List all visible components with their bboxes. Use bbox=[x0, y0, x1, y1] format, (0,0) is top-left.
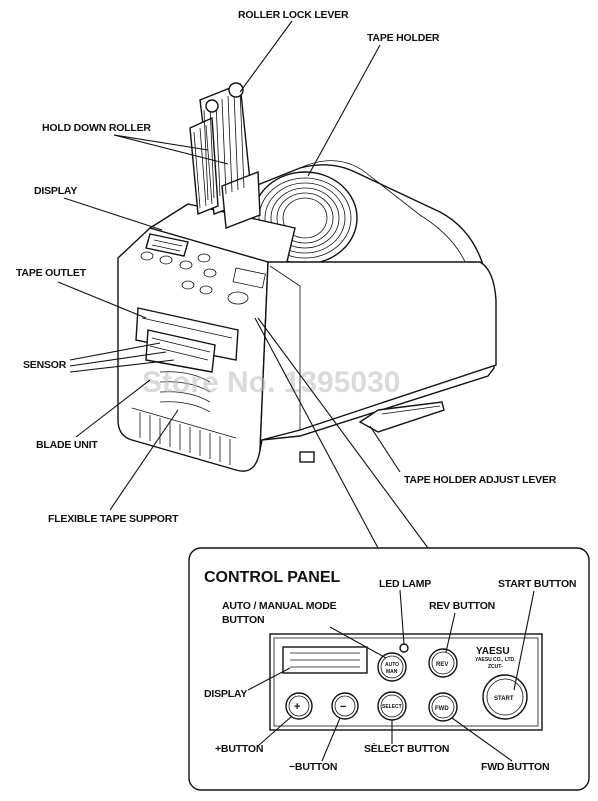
auto-button-face-bottom: MAN bbox=[386, 669, 398, 675]
panel-model: ZCUT- bbox=[488, 664, 503, 670]
label-blade-unit: BLADE UNIT bbox=[36, 439, 98, 451]
plus-button-face: + bbox=[294, 701, 300, 713]
watermark-text: Store No. 1395030 bbox=[142, 366, 400, 399]
fwd-button[interactable]: FWD bbox=[428, 692, 458, 722]
panel-brand: YAESU bbox=[476, 646, 510, 657]
label-sensor: SENSOR bbox=[23, 359, 67, 371]
select-button[interactable]: SELECT bbox=[377, 691, 407, 721]
label-start-button: START BUTTON bbox=[498, 578, 576, 590]
select-button-face: SELECT bbox=[382, 704, 402, 710]
label-plus-button: +BUTTON bbox=[215, 743, 263, 755]
control-panel-callout: CONTROL PANEL AUTO MAN REV bbox=[188, 547, 590, 791]
label-panel-display: DISPLAY bbox=[204, 688, 247, 700]
main-labels: ROLLER LOCK LEVER TAPE HOLDER HOLD DOWN … bbox=[16, 9, 557, 525]
rev-button[interactable]: REV bbox=[428, 648, 458, 678]
minus-button[interactable]: − bbox=[331, 692, 359, 720]
auto-button-face-top: AUTO bbox=[385, 662, 399, 668]
label-auto-manual-mode-line1: AUTO / MANUAL MODE bbox=[222, 600, 337, 612]
start-button[interactable]: START bbox=[482, 674, 528, 720]
label-display: DISPLAY bbox=[34, 185, 77, 197]
rev-button-face: REV bbox=[436, 662, 448, 668]
machine-illustration bbox=[117, 82, 497, 472]
led-lamp bbox=[399, 643, 409, 653]
label-minus-button: −BUTTON bbox=[289, 761, 337, 773]
label-tape-holder-adjust-lever: TAPE HOLDER ADJUST LEVER bbox=[404, 474, 557, 486]
label-hold-down-roller: HOLD DOWN ROLLER bbox=[42, 122, 151, 134]
label-auto-manual-mode-line2: BUTTON bbox=[222, 614, 264, 626]
panel-brand-sub: YAESU CO., LTD. bbox=[475, 657, 516, 663]
leader-lines bbox=[57, 20, 429, 549]
label-select-button: SÈLECT BUTTON bbox=[364, 742, 449, 755]
control-panel-title: CONTROL PANEL bbox=[204, 569, 341, 586]
label-fwd-button: FWD BUTTON bbox=[481, 761, 549, 773]
panel-leader-lines bbox=[247, 589, 535, 762]
label-led-lamp: LED LAMP bbox=[379, 578, 431, 590]
label-rev-button: REV BUTTON bbox=[429, 600, 495, 612]
minus-button-face: − bbox=[340, 701, 346, 713]
start-button-face: START bbox=[494, 696, 514, 702]
label-tape-holder: TAPE HOLDER bbox=[367, 32, 440, 44]
auto-manual-button[interactable]: AUTO MAN bbox=[377, 652, 407, 682]
label-tape-outlet: TAPE OUTLET bbox=[16, 267, 87, 279]
label-roller-lock-lever: ROLLER LOCK LEVER bbox=[238, 9, 349, 21]
fwd-button-face: FWD bbox=[435, 706, 449, 712]
label-flexible-tape-support: FLEXIBLE TAPE SUPPORT bbox=[48, 513, 179, 525]
plus-button[interactable]: + bbox=[285, 692, 313, 720]
